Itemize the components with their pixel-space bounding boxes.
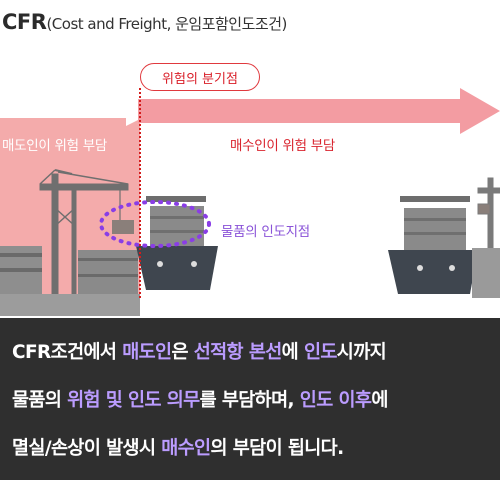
- seller-crane-icon: [39, 169, 129, 295]
- text-span: 시까지: [336, 342, 387, 363]
- highlight-seller: 매도인: [122, 342, 172, 363]
- hanging-cargo-icon: [112, 220, 134, 234]
- text-span: 멸실/손상이 발생시: [12, 438, 162, 459]
- delivery-point-marker: [99, 200, 211, 248]
- buyer-arrow-icon: [138, 88, 500, 134]
- highlight-delivery: 인도: [303, 342, 337, 363]
- quay: [0, 294, 140, 316]
- highlight-obligations: 위험 및 인도 의무: [67, 390, 200, 411]
- anchor-icon: [157, 261, 163, 267]
- text-span: 의 부담이 됩니다.: [210, 438, 344, 459]
- text-span: 를 부담하며,: [199, 390, 300, 411]
- buyer-quay: [472, 248, 500, 298]
- text-span: 에: [371, 390, 388, 411]
- seller-port-containers: [0, 246, 138, 294]
- risk-divider-line: [139, 88, 141, 298]
- delivery-point-label: 물품의 인도지점: [221, 224, 310, 240]
- highlight-vessel: 선적항 본선: [193, 342, 283, 363]
- buyer-crane-icon: [477, 177, 500, 249]
- explanation-line-1: CFR조건에서 매도인은 선적항 본선에 인도시까지: [12, 338, 387, 364]
- text-span: CFR조건에서: [12, 342, 123, 363]
- text-span: 은: [171, 342, 194, 363]
- page-title: CFR(Cost and Freight, 운임포함인도조건): [2, 10, 287, 34]
- seller-arrow-icon: [0, 96, 156, 126]
- transfer-ship-icon: [136, 196, 218, 290]
- seller-risk-label: 매도인이 위험 부담: [2, 138, 107, 154]
- port-and-ships: [0, 169, 500, 316]
- buyer-risk-label: 매수인이 위험 부담: [230, 138, 335, 154]
- title-main: CFR: [2, 10, 47, 34]
- explanation-line-3: 멸실/손상이 발생시 매수인의 부담이 됩니다.: [12, 434, 344, 460]
- text-span: 물품의: [12, 390, 68, 411]
- title-sub: (Cost and Freight, 운임포함인도조건): [46, 15, 287, 33]
- risk-split-badge: 위험의 분기점: [140, 63, 260, 91]
- buyer-ship-icon: [388, 196, 478, 294]
- highlight-after-delivery: 인도 이후: [299, 390, 372, 411]
- shipping-scene: 위험의 분기점 매도인이 위험 부담 매수인이 위험 부담 물품의 인도지점: [0, 63, 500, 318]
- explanation-panel: CFR조건에서 매도인은 선적항 본선에 인도시까지 물품의 위험 및 인도 의…: [0, 318, 500, 480]
- highlight-buyer: 매수인: [161, 438, 211, 459]
- explanation-line-2: 물품의 위험 및 인도 의무를 부담하며, 인도 이후에: [12, 386, 388, 412]
- text-span: 에: [281, 342, 304, 363]
- anchor-icon: [417, 265, 423, 271]
